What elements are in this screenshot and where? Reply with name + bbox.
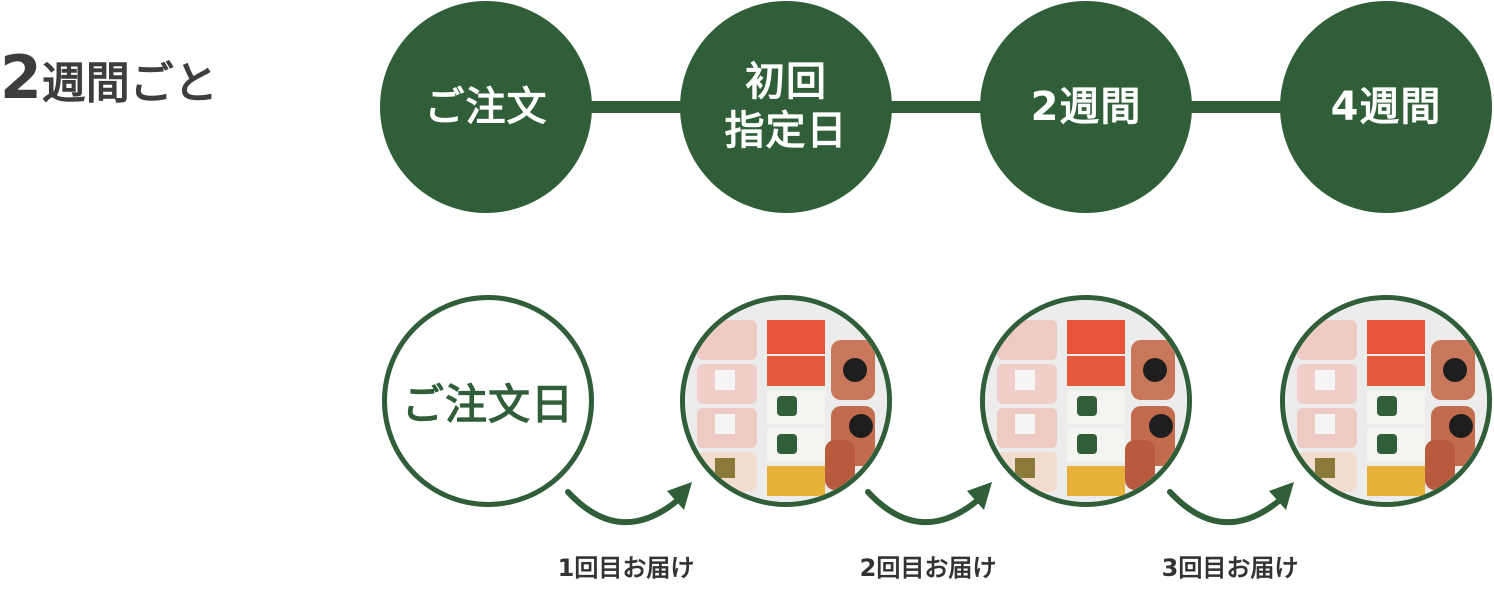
product-photo	[680, 295, 892, 507]
delivery-caption-3: 3回目お届け	[1161, 554, 1299, 582]
order-day-circle: ご注文日	[382, 295, 594, 507]
delivery-caption-2: 2回目お届け	[859, 554, 997, 582]
curved-arrow-icon	[1167, 482, 1294, 525]
timeline-connector	[890, 101, 984, 113]
timeline-step-first-delivery: 初回 指定日	[680, 1, 892, 213]
frequency-heading: 2週間ごと	[0, 48, 218, 108]
product-photo	[980, 295, 1192, 507]
timeline-step-2-weeks: 2週間	[980, 1, 1192, 213]
delivery-caption-1: 1回目お届け	[557, 554, 695, 582]
timeline-connector	[590, 101, 684, 113]
frequency-number: 2	[0, 43, 42, 113]
order-day-label: ご注文日	[401, 379, 574, 429]
timeline-step-4-weeks: 4週間	[1280, 1, 1492, 213]
timeline-connector	[1190, 101, 1284, 113]
curved-arrow-icon	[565, 482, 692, 525]
product-photo	[1280, 295, 1492, 507]
timeline-step-order: ご注文	[380, 1, 592, 213]
curved-arrow-icon	[865, 482, 992, 525]
frequency-label: 週間ごと	[41, 58, 218, 109]
